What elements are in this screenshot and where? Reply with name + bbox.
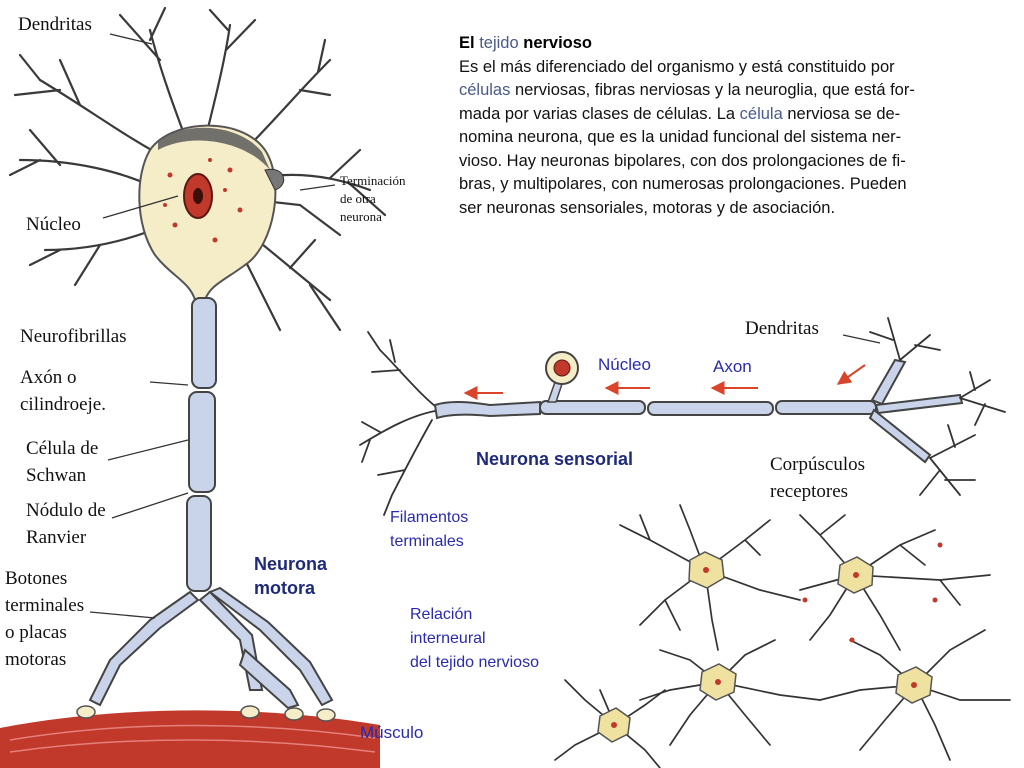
label-botones-1: Botones [5, 568, 67, 589]
muscle [0, 710, 380, 768]
label-neurona-sensorial: Neurona sensorial [476, 449, 633, 469]
label-axon-2: cilindroeje. [20, 394, 106, 415]
intro-line-1: Es el más diferenciado del organismo y e… [459, 57, 895, 76]
intro-title-el: El [459, 34, 475, 52]
label-neurona-motora-1: Neurona [254, 554, 328, 574]
label-nucleo-sensorial: Núcleo [598, 355, 651, 374]
motor-axon [186, 297, 217, 592]
label-relacion-2: interneural [410, 630, 486, 647]
label-relacion-1: Relación [410, 606, 472, 623]
label-botones-3: o placas [5, 622, 67, 643]
label-ranvier-1: Nódulo de [26, 500, 106, 521]
label-relacion-3: del tejido nervioso [410, 654, 539, 671]
intro-line-7: ser neuronas sensoriales, motoras y de a… [459, 198, 836, 217]
label-filamentos-1: Filamentos [390, 509, 468, 526]
label-nucleo-motor: Núcleo [26, 214, 81, 235]
intro-line-6: bras, y multipolares, con numerosas prol… [459, 175, 907, 193]
label-musculo: Músculo [360, 723, 423, 742]
label-ranvier-2: Ranvier [26, 527, 87, 548]
intro-title: El tejido nervioso [459, 32, 1019, 56]
label-dendritas-sensorial: Dendritas [745, 318, 819, 339]
label-axon-sensorial: Axon [713, 357, 752, 376]
sensory-neuron: Dendritas Núcleo Axon Neurona sensorial … [359, 317, 1006, 550]
label-botones-2: terminales [5, 595, 84, 616]
intro-title-tejido: tejido [479, 34, 519, 52]
interneural-network: Relación interneural del tejido nervioso [410, 504, 1011, 768]
sensory-axon [433, 400, 877, 420]
label-schwann-1: Célula de [26, 438, 98, 459]
label-corpusculos-2: receptores [770, 481, 848, 502]
intro-line-2: células nerviosas, fibras nerviosas y la… [459, 81, 915, 99]
label-filamentos-2: terminales [390, 533, 464, 550]
label-terminacion-1: Terminación [340, 173, 406, 188]
label-botones-4: motoras [5, 649, 66, 670]
label-axon-1: Axón o [20, 367, 76, 388]
label-corpusculos-1: Corpúsculos [770, 454, 865, 475]
intro-title-nervioso: nervioso [523, 34, 593, 52]
intro-paragraph: El tejido nervioso Es el más diferenciad… [459, 32, 1019, 220]
motor-neuron: Dendritas Terminación de otra neurona Nú… [0, 6, 423, 768]
label-terminacion-2: de otra [340, 191, 376, 206]
label-neurona-motora-2: motora [254, 578, 316, 598]
label-schwann-2: Schwan [26, 465, 87, 486]
intro-line-4: nomina neurona, que es la unidad funcion… [459, 128, 902, 146]
label-neurofibrillas: Neurofibrillas [20, 326, 127, 347]
intro-line-5: vioso. Hay neuronas bipolares, con dos p… [459, 151, 906, 170]
intro-line-3: mada por varias clases de células. La cé… [459, 104, 901, 123]
label-dendritas-motor: Dendritas [18, 14, 92, 35]
label-terminacion-3: neurona [340, 209, 382, 224]
